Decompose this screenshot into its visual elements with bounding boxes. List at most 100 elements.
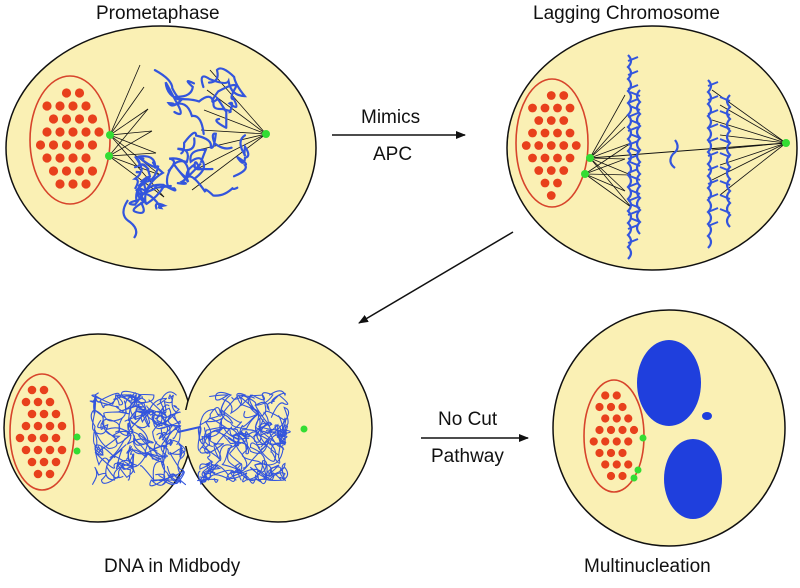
nucleus-dot: [42, 153, 52, 163]
nucleus-dot: [87, 166, 98, 176]
chromosome-arm: [629, 189, 641, 195]
chromosome-arm: [719, 194, 731, 200]
nucleus-dot: [612, 391, 621, 400]
centrosome: [586, 154, 594, 162]
dna-strand: [199, 462, 222, 479]
chromosome-arm: [719, 138, 731, 144]
nucleus-dot: [528, 153, 537, 163]
chromosome-arm: [629, 105, 641, 111]
spindle-fiber: [108, 108, 149, 157]
spindle-fiber: [719, 104, 787, 144]
chromosome-arm: [627, 84, 639, 90]
dna-strand: [161, 451, 184, 485]
nucleus-dot: [571, 141, 581, 150]
nucleus-dot: [48, 114, 59, 124]
nucleus-dot: [624, 414, 633, 423]
centrosome: [300, 425, 308, 433]
nucleus-dot: [618, 402, 627, 412]
nucleus-dot: [15, 433, 25, 443]
chromosome-arm: [719, 180, 731, 186]
nucleus-dot: [81, 153, 91, 163]
nucleus-dot: [565, 153, 575, 163]
nucleus-dot: [42, 101, 52, 111]
dna-strand: [199, 391, 233, 426]
dna-strand: [94, 419, 121, 456]
chromosome-arm: [627, 56, 639, 62]
dna-strand: [122, 199, 138, 239]
dna-strand: [232, 134, 250, 178]
nucleus-dot: [68, 153, 78, 163]
nucleus-dot: [68, 127, 78, 137]
chromosome-arm: [707, 137, 719, 143]
nucleus-dot: [534, 166, 544, 175]
dna-strand: [254, 462, 280, 481]
nucleus-dot: [81, 127, 91, 137]
chromosome-arm: [629, 147, 641, 153]
nucleus-dot: [74, 140, 85, 150]
spindle-fiber: [584, 158, 626, 175]
centrosome: [581, 170, 589, 178]
nucleus-dot: [601, 391, 610, 400]
nucleus-dot: [55, 127, 65, 137]
chromosome-arm: [629, 217, 641, 223]
nucleus-dot: [534, 116, 544, 125]
nucleus-dot: [39, 457, 49, 467]
separating-chromosomes: [626, 54, 732, 260]
spindle-fiber: [108, 155, 161, 176]
nucleus-dot: [534, 141, 544, 150]
nucleus-dot: [68, 101, 78, 111]
chromosome-arm: [707, 151, 719, 157]
centrosome: [639, 434, 647, 442]
chromosome-arm: [627, 210, 639, 216]
nucleus-dot: [61, 166, 72, 176]
nucleus: [9, 373, 75, 491]
chromosome-arm: [627, 112, 639, 118]
chromosome-arm: [719, 124, 731, 130]
spindle-fiber: [589, 126, 626, 159]
dna-strand: [146, 423, 171, 467]
dna-strand: [252, 417, 284, 448]
spindle-fiber: [209, 69, 267, 135]
spindle-fiber: [589, 94, 626, 159]
nucleus-dot: [601, 437, 610, 446]
dna-strand: [147, 425, 181, 462]
chromosome-arm: [707, 95, 719, 101]
spindle-fibers: [108, 64, 267, 198]
nucleus-dot: [565, 103, 575, 113]
nucleus-dot: [540, 103, 550, 113]
spindle-fiber: [109, 86, 145, 136]
chromosome-arm: [707, 207, 719, 213]
nucleus-dot: [27, 409, 37, 419]
nucleus-dot: [21, 397, 31, 407]
chromosome-arm: [719, 96, 731, 102]
chromosome-arm: [719, 208, 731, 214]
nucleus-dot: [55, 153, 65, 163]
spindle-fiber: [109, 64, 141, 136]
spindle-fiber: [109, 130, 153, 136]
micronucleus-large: [664, 439, 722, 519]
chromosome-arm: [627, 98, 639, 104]
spindle-fiber: [109, 108, 149, 136]
dna-strand: [268, 462, 287, 482]
centrosome: [630, 474, 638, 482]
dna-strand: [220, 394, 265, 430]
dna-strand: [257, 422, 286, 456]
nucleus-dot: [540, 153, 550, 163]
spindle-fiber: [200, 129, 267, 135]
nucleus-dot: [57, 421, 67, 431]
nucleus-dot: [618, 448, 627, 458]
nucleus-dots: [15, 385, 67, 479]
dna-strand: [140, 439, 183, 482]
chromosome-arm: [719, 166, 731, 172]
lagging-chromosome: [669, 139, 679, 169]
dna-strand: [124, 414, 158, 452]
nucleus-dot: [87, 140, 98, 150]
nucleus-dot: [618, 471, 627, 481]
nucleus-dot: [589, 437, 598, 446]
nucleus: [29, 75, 111, 205]
cell-midbody: [3, 333, 373, 523]
dna-strand: [269, 390, 289, 418]
arrow2-label-top: No Cut: [438, 409, 498, 430]
spindle-fiber: [203, 109, 267, 135]
